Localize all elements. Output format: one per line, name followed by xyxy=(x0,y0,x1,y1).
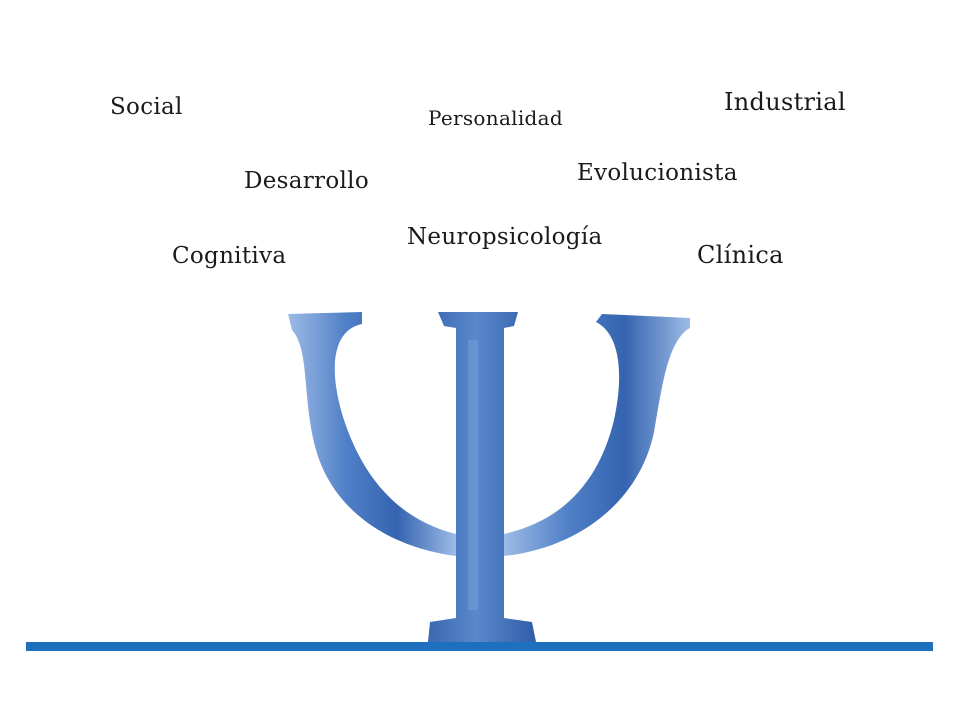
label-personalidad: Personalidad xyxy=(428,106,563,130)
label-clinica: Clínica xyxy=(697,241,784,269)
bottom-divider-line xyxy=(26,642,933,651)
label-cognitiva: Cognitiva xyxy=(172,243,287,269)
label-industrial: Industrial xyxy=(724,88,846,116)
label-desarrollo: Desarrollo xyxy=(244,168,369,194)
label-evolucionista: Evolucionista xyxy=(577,160,738,186)
label-neuropsicologia: Neuropsicología xyxy=(407,224,603,250)
label-social: Social xyxy=(110,94,183,120)
psi-symbol-icon xyxy=(288,312,690,642)
